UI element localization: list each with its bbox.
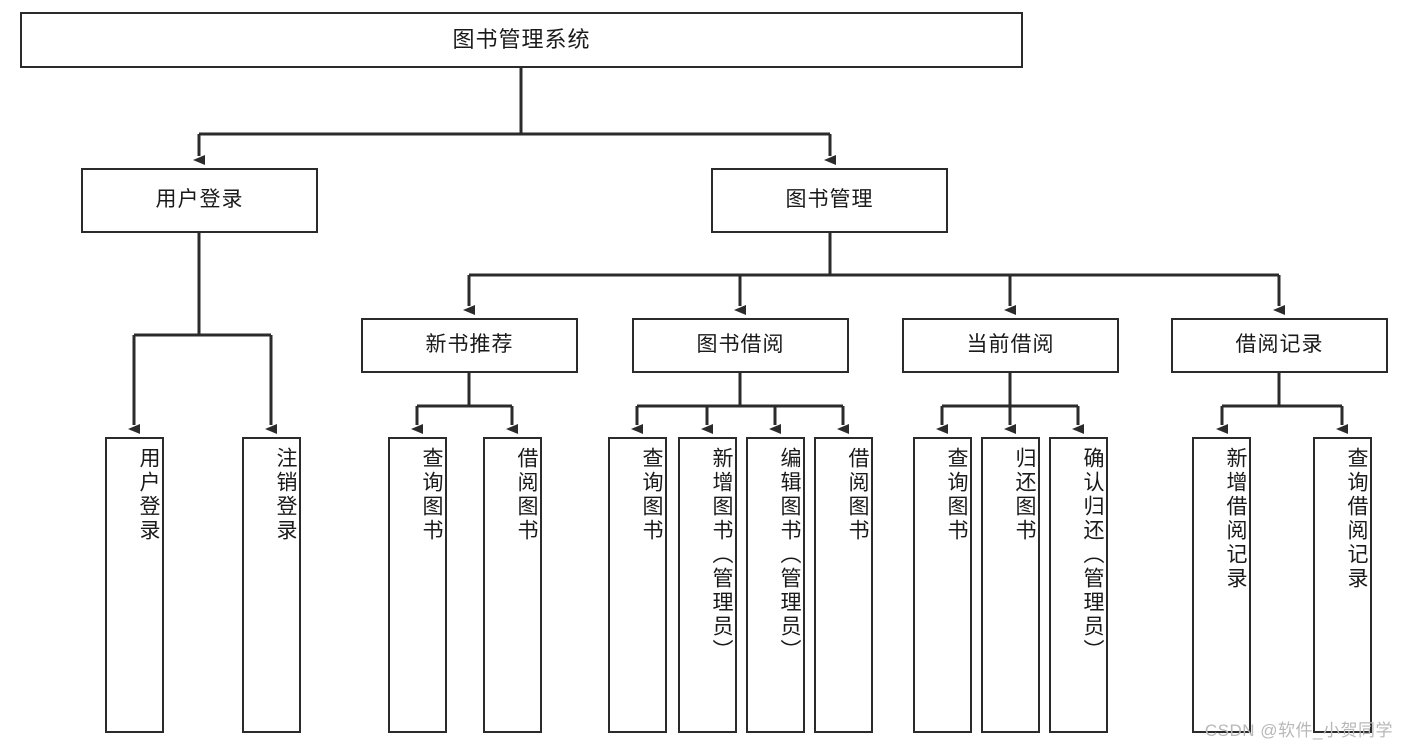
node-leaf-add-book[interactable]: 新增图书（管理员） bbox=[678, 437, 737, 733]
node-leaf-borrow-book-1[interactable]: 借阅图书 bbox=[483, 437, 542, 733]
node-leaf-add-record[interactable]: 新增借阅记录 bbox=[1192, 437, 1251, 733]
node-leaf-user-logout[interactable]: 注销登录 bbox=[242, 437, 301, 733]
node-book-borrow[interactable]: 图书借阅 bbox=[632, 318, 849, 373]
node-leaf-user-login[interactable]: 用户登录 bbox=[105, 437, 164, 733]
node-current-borrow-label: 当前借阅 bbox=[966, 333, 1055, 357]
node-book-manage-label: 图书管理 bbox=[785, 188, 874, 212]
node-leaf-query-book-3[interactable]: 查询图书 bbox=[913, 437, 972, 733]
node-leaf-return-book[interactable]: 归还图书 bbox=[981, 437, 1040, 733]
node-leaf-borrow-book-2-label: 借阅图书 bbox=[846, 447, 869, 543]
node-user-login-label: 用户登录 bbox=[155, 188, 244, 212]
node-book-borrow-label: 图书借阅 bbox=[696, 333, 785, 357]
node-root-label: 图书管理系统 bbox=[452, 27, 591, 53]
node-leaf-query-book-2[interactable]: 查询图书 bbox=[608, 437, 667, 733]
node-leaf-edit-book-label: 编辑图书（管理员） bbox=[778, 447, 801, 663]
node-leaf-query-record-label: 查询借阅记录 bbox=[1345, 447, 1368, 591]
node-leaf-return-book-label: 归还图书 bbox=[1013, 447, 1036, 543]
node-leaf-add-record-label: 新增借阅记录 bbox=[1224, 447, 1247, 591]
node-leaf-edit-book[interactable]: 编辑图书（管理员） bbox=[746, 437, 805, 733]
node-borrow-record-label: 借阅记录 bbox=[1235, 333, 1324, 357]
node-leaf-query-book-3-label: 查询图书 bbox=[945, 447, 968, 543]
watermark: CSDN @软件_小贺同学 bbox=[1204, 721, 1393, 740]
node-leaf-add-book-label: 新增图书（管理员） bbox=[710, 447, 733, 663]
node-borrow-record[interactable]: 借阅记录 bbox=[1171, 318, 1388, 373]
node-user-login[interactable]: 用户登录 bbox=[81, 168, 318, 233]
node-leaf-borrow-book-1-label: 借阅图书 bbox=[515, 447, 538, 543]
node-root[interactable]: 图书管理系统 bbox=[20, 12, 1023, 68]
node-leaf-query-book-1[interactable]: 查询图书 bbox=[388, 437, 447, 733]
node-leaf-query-book-2-label: 查询图书 bbox=[640, 447, 663, 543]
node-new-book-rec-label: 新书推荐 bbox=[425, 333, 514, 357]
node-current-borrow[interactable]: 当前借阅 bbox=[902, 318, 1119, 373]
node-leaf-query-record[interactable]: 查询借阅记录 bbox=[1313, 437, 1372, 733]
node-book-manage[interactable]: 图书管理 bbox=[711, 168, 948, 233]
node-leaf-borrow-book-2[interactable]: 借阅图书 bbox=[814, 437, 873, 733]
node-leaf-confirm-return-label: 确认归还（管理员） bbox=[1081, 447, 1104, 663]
node-leaf-query-book-1-label: 查询图书 bbox=[420, 447, 443, 543]
node-leaf-confirm-return[interactable]: 确认归还（管理员） bbox=[1049, 437, 1108, 733]
node-leaf-user-logout-label: 注销登录 bbox=[274, 447, 297, 543]
node-leaf-user-login-label: 用户登录 bbox=[137, 447, 160, 543]
node-new-book-rec[interactable]: 新书推荐 bbox=[361, 318, 578, 373]
